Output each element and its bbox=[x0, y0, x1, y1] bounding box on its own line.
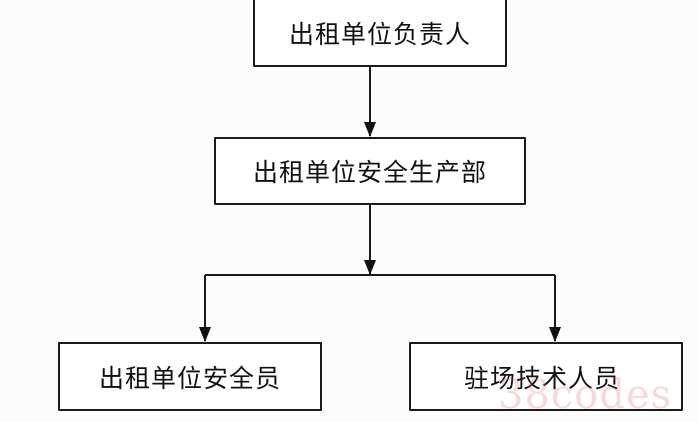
node-label: 出租单位安全员 bbox=[98, 363, 281, 393]
arrowhead-top-to-mid bbox=[364, 122, 376, 137]
arrowhead-mid-to-right bbox=[549, 327, 561, 342]
arrowhead-mid-to-left bbox=[199, 327, 211, 342]
node-rental-unit-safety-dept: 出租单位安全生产部 bbox=[214, 137, 526, 205]
node-rental-unit-head: 出租单位负责人 bbox=[253, 0, 507, 67]
arrowhead-mid-trunk bbox=[364, 260, 376, 275]
node-label: 驻场技术人员 bbox=[463, 363, 620, 393]
node-label: 出租单位安全生产部 bbox=[252, 158, 487, 187]
node-rental-unit-safety-officer: 出租单位安全员 bbox=[58, 342, 322, 411]
node-onsite-technician: 驻场技术人员 bbox=[409, 342, 683, 411]
node-label: 出租单位负责人 bbox=[288, 19, 471, 49]
